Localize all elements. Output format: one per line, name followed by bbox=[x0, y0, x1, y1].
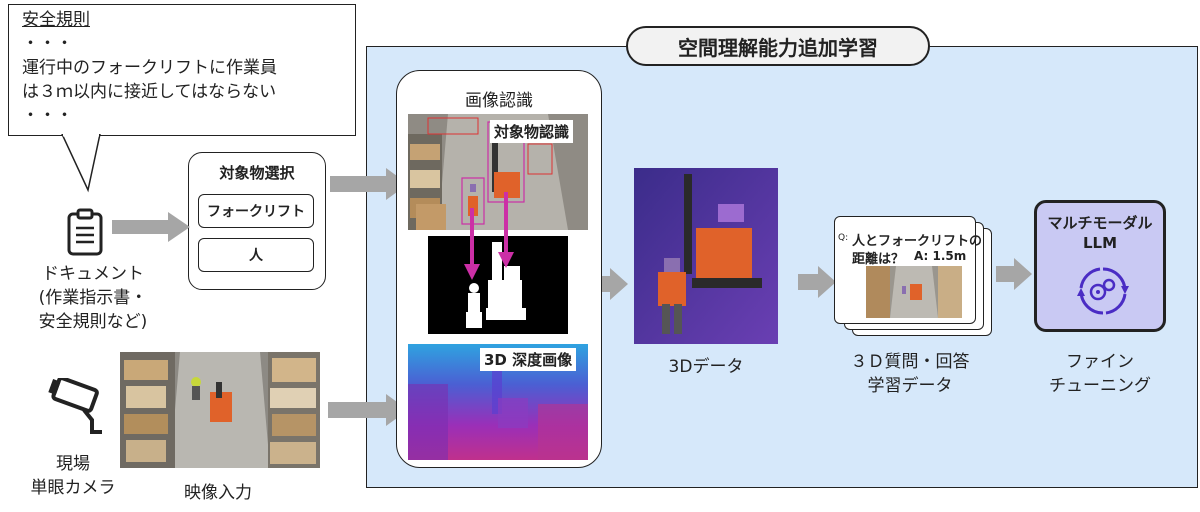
qa-thumbnail-image bbox=[866, 266, 962, 318]
finetune-label: ファイン チューニング bbox=[1030, 350, 1170, 398]
3d-point-cloud-image bbox=[634, 168, 778, 344]
arrow-qa-to-llm-panel bbox=[996, 258, 1032, 290]
cycle-gears-icon bbox=[1077, 267, 1129, 315]
qa-question-line2: 距離は？ bbox=[852, 252, 905, 267]
qa-answer: A: 1.5m bbox=[914, 249, 967, 263]
qa-q-prefix: Q: bbox=[838, 233, 849, 243]
llm-title-line1: マルチモーダル bbox=[1047, 214, 1153, 232]
dots-top: ・・・ bbox=[22, 34, 73, 54]
document-label-line1: ドキュメント bbox=[42, 264, 144, 284]
camera-label-line2: 単眼カメラ bbox=[30, 478, 116, 498]
finetune-label-line1: ファイン bbox=[1066, 352, 1134, 372]
arrow-video-to-depth-tip bbox=[366, 394, 408, 426]
safety-rule-text: 安全規則 ・・・ 運行中のフォークリフトに作業員 は３ｍ以内に接近してはならない… bbox=[22, 8, 277, 128]
security-camera-icon bbox=[48, 378, 102, 434]
camera-label-line1: 現場 bbox=[56, 454, 90, 474]
arrow-recognition-to-3d-panel bbox=[594, 268, 628, 300]
safety-rule-bubble bbox=[8, 4, 356, 136]
panel-title: 空間理解能力追加学習 bbox=[626, 26, 930, 66]
dots-bottom: ・・・ bbox=[22, 106, 73, 126]
rule-line-2: は３ｍ以内に接近してはならない bbox=[22, 82, 277, 102]
option-forklift-button[interactable]: フォークリフト bbox=[198, 194, 314, 228]
object-selection-title: 対象物選択 bbox=[219, 164, 295, 182]
qa-label-line1: ３Ｄ質問・回答 bbox=[850, 352, 970, 372]
qa-question-line1: 人とフォークリフトの bbox=[852, 234, 983, 249]
warehouse-video-image bbox=[120, 352, 320, 468]
llm-title-line2: LLM bbox=[1082, 234, 1118, 252]
rule-line-1: 運行中のフォークリフトに作業員 bbox=[22, 58, 277, 78]
document-label: ドキュメント (作業指示書・ 安全規則など) bbox=[18, 262, 168, 334]
3d-data-label: 3Dデータ bbox=[668, 357, 744, 377]
depth-image-label: 3D 深度画像 bbox=[480, 348, 577, 371]
detection-to-mask-arrows bbox=[464, 192, 514, 280]
finetune-label-line2: チューニング bbox=[1049, 376, 1151, 396]
bubble-tail bbox=[61, 134, 101, 193]
camera-label: 現場 単眼カメラ bbox=[18, 452, 128, 500]
arrow-doc-to-selection bbox=[112, 212, 190, 242]
object-detection-label: 対象物認識 bbox=[490, 120, 574, 143]
option-person-button[interactable]: 人 bbox=[198, 238, 314, 272]
qa-label-line2: 学習データ bbox=[867, 376, 953, 396]
video-input-label: 映像入力 bbox=[184, 483, 252, 503]
clipboard-document-icon bbox=[67, 208, 103, 256]
qa-label: ３Ｄ質問・回答 学習データ bbox=[820, 350, 1000, 398]
arrow-3d-to-qa-panel bbox=[798, 266, 836, 298]
document-label-line2: (作業指示書・ bbox=[38, 288, 148, 308]
document-label-line3: 安全規則など) bbox=[38, 312, 148, 332]
multimodal-llm-box bbox=[1034, 200, 1166, 332]
safety-rule-title: 安全規則 bbox=[22, 10, 90, 30]
segmentation-mask-image bbox=[428, 236, 568, 334]
arrow-selection-to-recognition-tip bbox=[366, 168, 408, 200]
image-recognition-title: 画像認識 bbox=[465, 91, 533, 111]
